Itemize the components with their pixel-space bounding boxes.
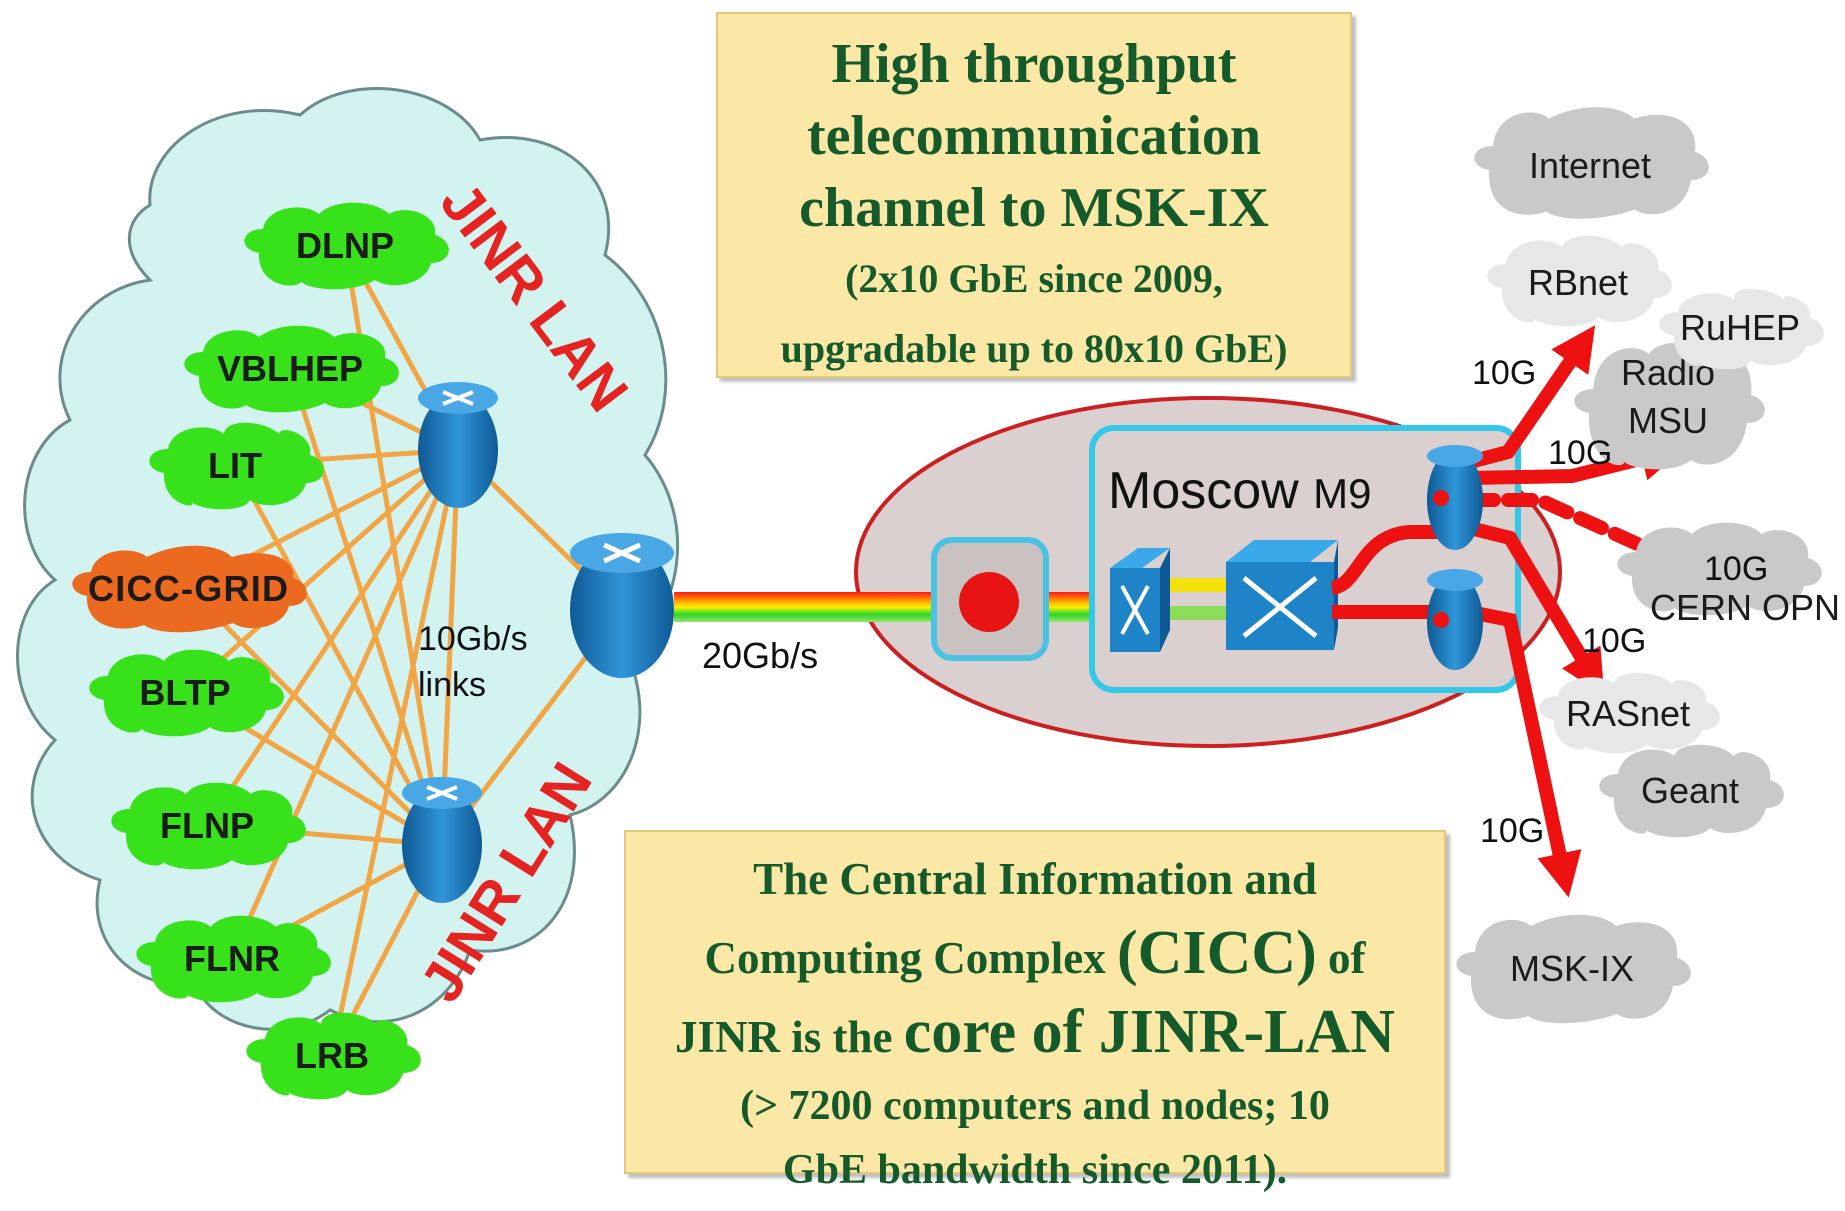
cloud-icon — [111, 782, 306, 870]
cloud-icon — [1574, 342, 1765, 470]
uplink-bundle — [674, 592, 1124, 622]
link-speed-msk-ix: 10G — [1480, 812, 1544, 850]
title-line-4: (2x10 GbE since 2009, — [845, 256, 1223, 301]
external-cloud-cern-opn: CERN OPN — [1617, 522, 1840, 628]
moscow-m9-label: Moscow M9 — [1108, 462, 1372, 520]
external-cloud-label: RBnet — [1528, 262, 1628, 303]
cloud-icon — [1539, 672, 1720, 754]
external-cloud-label: MSK-IX — [1510, 948, 1634, 989]
internal-link-green — [1158, 606, 1232, 620]
lab-node-label: FLNR — [184, 938, 280, 979]
switch-icon — [1110, 548, 1170, 652]
lab-node-label: VBLHEP — [217, 348, 363, 389]
link-speed-radio-msu: 10G — [1548, 434, 1612, 472]
info-box: The Central Information and Computing Co… — [624, 830, 1446, 1193]
link-speed-rbnet: 10G — [1472, 354, 1536, 392]
external-cloud-label: MSU — [1628, 400, 1708, 441]
title-line-5: upgradable up to 80x10 GbE) — [780, 326, 1288, 371]
title-line-2: telecommunication — [806, 105, 1262, 167]
internal-links-label: 10Gb/s — [418, 620, 528, 658]
cloud-icon — [184, 325, 399, 413]
title-line-3: channel to MSK-IX — [799, 177, 1269, 239]
info-line-5: GbE bandwidth since 2011). — [782, 1147, 1288, 1193]
cloud-icon — [244, 202, 449, 290]
core-link-1 — [1330, 525, 1440, 595]
internal-links-label-2: links — [418, 666, 486, 704]
lab-node-label: CICC-GRID — [88, 568, 288, 609]
cloud-icon — [1487, 235, 1672, 327]
external-cloud-label: RASnet — [1566, 693, 1690, 734]
cloud-icon — [149, 422, 324, 510]
lab-node-label: LIT — [208, 445, 262, 486]
router-icon — [418, 382, 498, 508]
external-cloud-label: RuHEP — [1680, 307, 1800, 348]
external-cloud-label: Internet — [1529, 145, 1651, 186]
cloud-icon — [136, 915, 331, 1003]
lab-node-label: LRB — [295, 1035, 369, 1076]
lab-node-lrb: LRB — [246, 1012, 421, 1100]
lab-node-vblhep: VBLHEP — [184, 325, 399, 413]
internal-link-yellow — [1158, 578, 1232, 592]
cloud-icon — [89, 649, 284, 737]
cloud-icon — [1617, 522, 1822, 616]
patch-point — [959, 572, 1019, 632]
uplink-label: 20Gb/s — [702, 635, 818, 676]
external-cloud-label: Geant — [1641, 770, 1739, 811]
info-line-4: (> 7200 computers and nodes; 10 — [740, 1083, 1330, 1129]
title-line-1: High throughput — [831, 33, 1237, 95]
lab-node-lit: LIT — [149, 422, 324, 510]
external-cloud-label: CERN OPN — [1650, 587, 1840, 628]
lab-node-label: DLNP — [296, 225, 394, 266]
external-cloud-geant: Geant — [1599, 744, 1784, 838]
router-icon — [1427, 445, 1483, 550]
lab-node-label: BLTP — [139, 672, 230, 713]
info-line-3: JINR is the core of JINR-LAN — [674, 998, 1396, 1066]
lab-node-flnp: FLNP — [111, 782, 306, 870]
cloud-icon — [1599, 744, 1784, 838]
lab-node-cicc-grid: CICC-GRID — [72, 545, 307, 633]
external-cloud-msk-ix: MSK-IX — [1456, 914, 1691, 1024]
cloud-icon — [246, 1012, 421, 1100]
router-icon — [570, 533, 674, 678]
lab-node-flnr: FLNR — [136, 915, 331, 1003]
external-cloud-internet: Internet — [1474, 107, 1709, 219]
link-speed-rasnet: 10G — [1582, 622, 1646, 660]
link-speed-cern-opn: 10G — [1704, 550, 1768, 588]
external-cloud-rasnet: RASnet — [1539, 672, 1720, 754]
router-icon — [1427, 569, 1483, 670]
info-line-1: The Central Information and — [753, 854, 1317, 904]
switch-icon — [1226, 540, 1338, 650]
lab-node-dlnp: DLNP — [244, 202, 449, 290]
cloud-icon — [1474, 107, 1709, 219]
title-box: High throughput telecommunication channe… — [716, 12, 1352, 378]
lab-node-bltp: BLTP — [89, 649, 284, 737]
cloud-icon — [1456, 914, 1691, 1024]
cloud-icon — [1659, 288, 1824, 370]
external-cloud-ruhep: RuHEP — [1659, 288, 1824, 370]
external-cloud-rbnet: RBnet — [1487, 235, 1672, 327]
router-icon — [402, 777, 482, 903]
lab-node-label: FLNP — [160, 805, 254, 846]
cloud-icon — [72, 545, 307, 633]
info-line-2: Computing Complex (CICC) of — [704, 919, 1366, 987]
